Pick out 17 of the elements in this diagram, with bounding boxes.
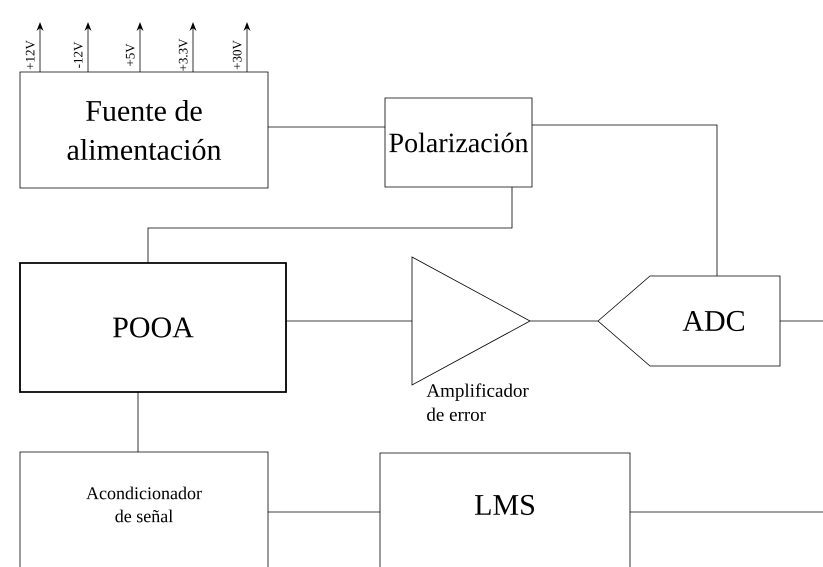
connector-line <box>286 320 412 322</box>
process-box: Acondicionador de señal <box>20 452 268 567</box>
voltage-label: +5V <box>126 44 135 66</box>
process-box: Polarización <box>384 98 532 188</box>
connector-line <box>148 186 512 264</box>
connector-line <box>530 320 598 322</box>
voltage-label: +30V <box>232 40 242 70</box>
connector-line <box>532 124 718 276</box>
voltage-label: -12V <box>74 42 83 68</box>
voltage-label: +12V <box>26 40 35 70</box>
process-box: LMS <box>380 452 630 567</box>
node-label: Amplificador de error <box>426 383 529 421</box>
connector-line <box>780 320 823 322</box>
voltage-label: +3.3V <box>178 38 188 71</box>
power-supply-box: Fuente de alimentación <box>20 72 268 188</box>
connector-line <box>268 126 386 128</box>
process-box: POOA <box>19 262 287 393</box>
